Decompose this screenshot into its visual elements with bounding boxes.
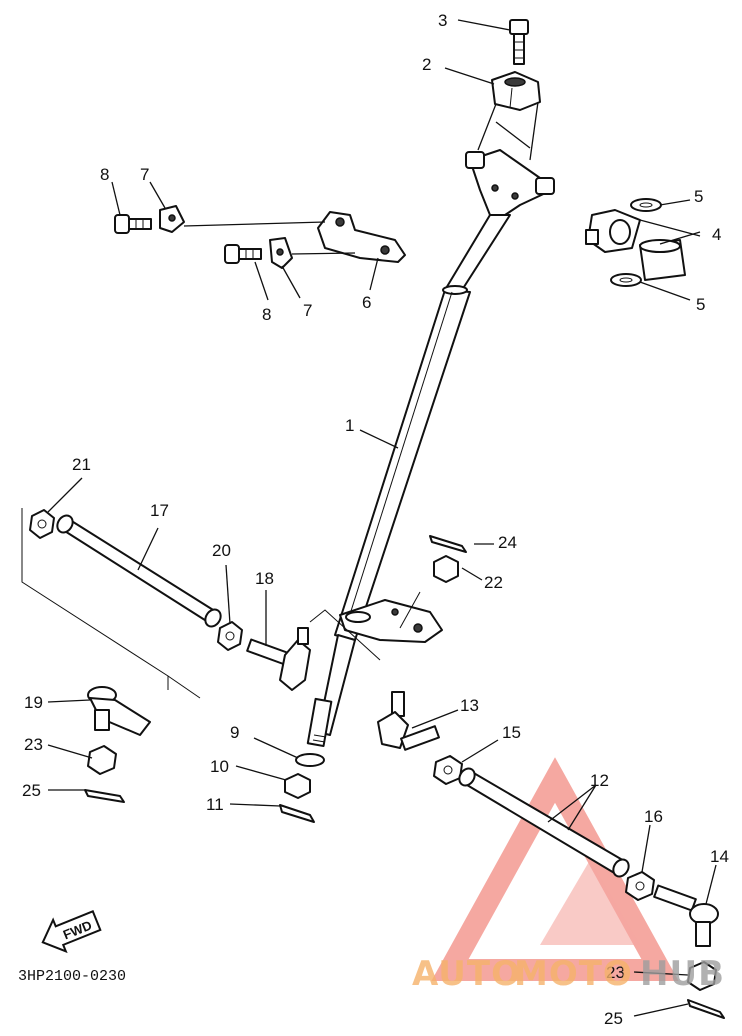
lock-nut-16 bbox=[625, 871, 655, 901]
watermark-hub: HUB bbox=[640, 954, 725, 994]
callout-18: 18 bbox=[255, 569, 274, 588]
callout-10: 10 bbox=[210, 757, 229, 776]
callout-24: 24 bbox=[498, 533, 517, 552]
callout-4: 4 bbox=[712, 225, 721, 244]
assembly-lines bbox=[21, 508, 421, 699]
washer-9 bbox=[295, 753, 325, 767]
watermark-auto: AUTO bbox=[412, 954, 521, 994]
steering-shaft bbox=[317, 214, 511, 736]
callout-9: 9 bbox=[230, 723, 239, 742]
bushing-holder-lower bbox=[639, 239, 686, 281]
tie-rod-end-19 bbox=[87, 686, 151, 736]
callout-14: 14 bbox=[710, 847, 729, 866]
callout-20: 20 bbox=[212, 541, 231, 560]
diagram-code: 3HP2100-0230 bbox=[18, 968, 126, 985]
watermark-moto: MOTO bbox=[514, 954, 633, 994]
castle-nut-10 bbox=[284, 773, 311, 799]
callout-15: 15 bbox=[502, 723, 521, 742]
lock-nut-15 bbox=[433, 755, 463, 785]
cotter-pin-11 bbox=[279, 804, 315, 823]
bushing-holder-upper bbox=[585, 209, 641, 253]
bolt-lower bbox=[224, 244, 262, 264]
callout-2: 2 bbox=[422, 55, 431, 74]
lock-washer-upper bbox=[159, 205, 185, 233]
top-bolt bbox=[509, 19, 529, 65]
callout-5b: 5 bbox=[696, 295, 705, 314]
tie-rod-end-18 bbox=[246, 627, 311, 691]
callout-5a: 5 bbox=[694, 187, 703, 206]
lock-washer-lower bbox=[269, 237, 293, 269]
top-clamp bbox=[491, 71, 541, 111]
pitman-arm bbox=[339, 599, 443, 643]
callout-16: 16 bbox=[644, 807, 663, 826]
callout-25b: 25 bbox=[604, 1009, 623, 1028]
leader-lines bbox=[47, 19, 717, 1017]
bolt-upper bbox=[114, 214, 152, 234]
callout-7b: 7 bbox=[303, 301, 312, 320]
callout-12: 12 bbox=[590, 771, 609, 790]
callout-11: 11 bbox=[206, 795, 224, 814]
callout-23b: 23 bbox=[606, 963, 625, 982]
callout-21: 21 bbox=[72, 455, 91, 474]
callout-17: 17 bbox=[150, 501, 169, 520]
watermark-text: AUTO MOTO HUB bbox=[412, 954, 725, 994]
callout-22: 22 bbox=[484, 573, 503, 592]
tie-rod-end-14 bbox=[653, 884, 719, 947]
fwd-arrow: FWD bbox=[41, 910, 102, 954]
washer-upper bbox=[630, 198, 662, 212]
castle-nut-22 bbox=[433, 555, 459, 583]
cotter-pin-25a bbox=[84, 789, 125, 803]
cotter-pin-25b bbox=[687, 999, 725, 1019]
callout-labels: 1 2 3 4 5 5 6 7 7 8 8 9 10 11 12 13 14 1… bbox=[22, 11, 729, 1028]
callout-8b: 8 bbox=[262, 305, 271, 324]
callout-13: 13 bbox=[460, 696, 479, 715]
tie-rod-end-13 bbox=[377, 691, 440, 751]
lock-nut-20 bbox=[217, 621, 243, 651]
lock-nut-21 bbox=[29, 509, 55, 539]
cotter-pin-24 bbox=[429, 535, 467, 553]
callout-19: 19 bbox=[24, 693, 43, 712]
steering-arm-bracket bbox=[317, 211, 406, 263]
left-tie-rod bbox=[56, 514, 222, 628]
castle-nut-23a bbox=[87, 745, 117, 775]
watermark-logo bbox=[431, 757, 679, 981]
callout-3: 3 bbox=[438, 11, 447, 30]
upper-shaft-bracket bbox=[465, 149, 555, 216]
callout-23a: 23 bbox=[24, 735, 43, 754]
callout-6: 6 bbox=[362, 293, 371, 312]
callout-1: 1 bbox=[345, 416, 354, 435]
callout-8a: 8 bbox=[100, 165, 109, 184]
right-tie-rod bbox=[458, 767, 630, 878]
castle-nut-23b bbox=[687, 961, 717, 991]
callout-7a: 7 bbox=[140, 165, 149, 184]
washer-lower bbox=[610, 273, 642, 287]
callout-25a: 25 bbox=[22, 781, 41, 800]
shaft-end-thread bbox=[306, 697, 333, 748]
